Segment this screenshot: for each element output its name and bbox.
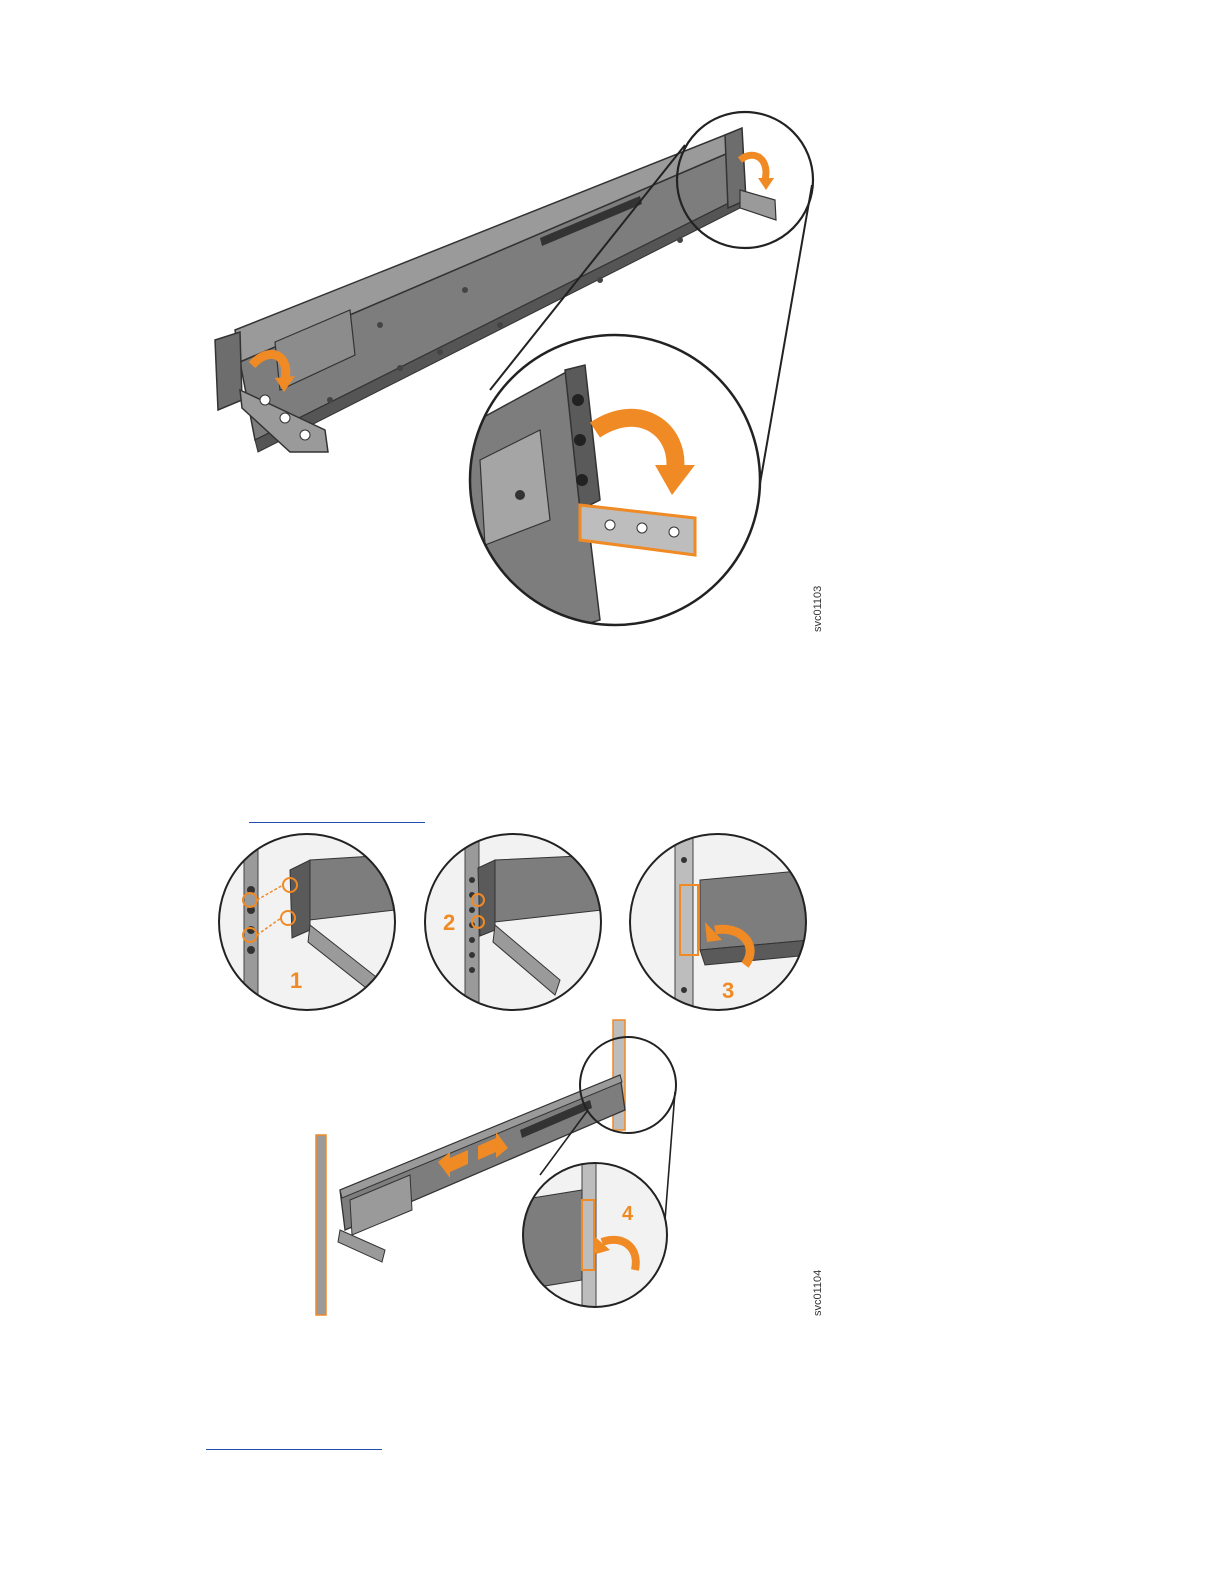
figure-1-id-label: svc01103 [812,586,824,632]
rail-mount-illustration: 1 2 [210,830,830,1330]
step-3-label: 3 [722,978,734,1003]
step-4-detail: 4 [520,1160,667,1320]
link-underline-2[interactable] [206,1449,382,1450]
link-underline-1[interactable] [249,822,425,823]
rail-mount-steps-figure: 1 2 [210,830,830,1330]
step-3-detail: 3 [630,834,810,1015]
rail-bracket-illustration [180,100,860,660]
step-2-label: 2 [443,910,455,935]
rail-bracket-figure [180,100,860,660]
step-1-label: 1 [290,968,302,993]
figure-2-id-label: svc01104 [812,1270,824,1316]
zoom-line-right [758,185,812,495]
step-4-label: 4 [622,1203,634,1225]
rear-zoom-line-right [665,1092,675,1220]
right-bracket [725,128,776,220]
zoom-detail [460,335,760,660]
step-2-detail: 2 [425,834,602,1015]
step-1-detail: 1 [219,834,395,1015]
